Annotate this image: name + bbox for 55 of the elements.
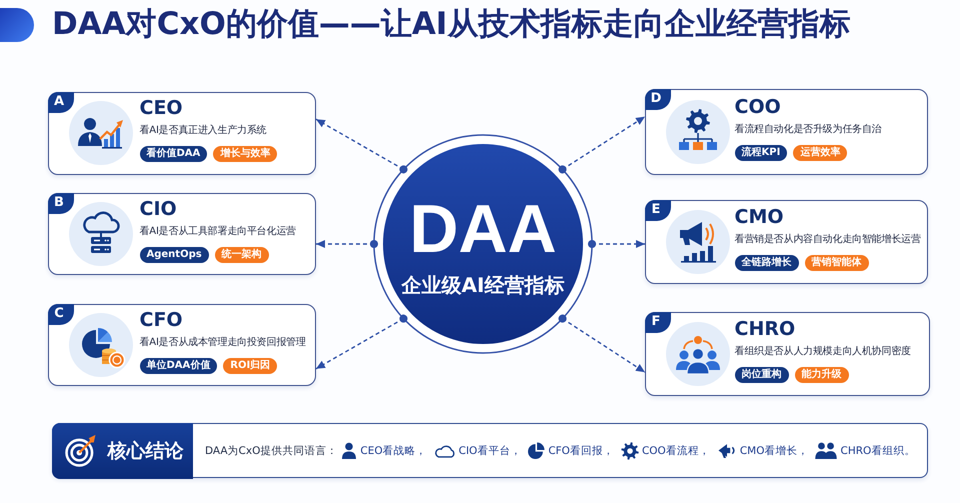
keyword-tag: 流程KPI [734,144,788,160]
keyword-tag: ROI归因 [223,358,278,374]
keyword-tag: AgentOps [140,246,209,262]
card-description: 看AI是否从工具部署走向平台化运营 [140,224,296,238]
dashed-arrow [558,116,646,174]
hub-title: DAA [408,195,558,263]
card-description: 看AI是否真正进入生产力系统 [140,124,268,138]
letter-badge: C [48,304,74,324]
card-description: 看AI是否从成本管理走向投资回报管理 [140,336,306,350]
keyword-tag: 统一架构 [214,246,269,262]
dashed-arrow [316,240,378,248]
dashed-arrow [558,314,646,373]
dashed-arrow [588,240,645,248]
letter-badge: A [48,92,74,112]
keyword-tag: 岗位重构 [734,366,788,382]
dashed-arrow [316,118,408,174]
card-title: CEO [140,97,183,119]
keyword-tag: 营销智能体 [804,254,868,270]
role-card [645,312,930,396]
card-title: CIO [140,198,177,220]
card-title: COO [734,96,781,118]
dashed-arrow [316,314,408,370]
role-card [48,304,316,386]
card-title: CHRO [734,318,796,340]
role-card [48,193,316,275]
card-description: 看流程自动化是否升级为任务自治 [734,122,882,136]
letter-badge: B [48,192,74,214]
card-title: CFO [140,308,183,330]
card-description: 看营销是否从内容自动化走向智能增长运营 [734,232,921,246]
role-summary: CIO看平台， [458,444,522,458]
hub-subtitle: 企业级AI经营指标 [400,273,566,297]
letter-badge: E [644,200,670,220]
letter-badge: F [644,312,670,332]
summary-text: DAA为CxO提供共同语言： [205,444,338,458]
role-card [645,89,928,175]
keyword-tag: 看价值DAA [140,146,208,162]
role-summary: CEO看战略， [360,444,427,458]
role-card [48,92,316,175]
conclusion-bar [52,423,928,478]
role-summary: CMO看增长， [740,444,808,458]
keyword-tag: 能力升级 [794,366,848,382]
keyword-tag: 增长与效率 [213,146,278,162]
keyword-tag: 运营效率 [793,144,848,160]
role-summary: COO看流程， [642,444,710,458]
role-summary: CHRO看组织。 [840,444,916,458]
keyword-tag: 单位DAA价值 [140,358,218,374]
panel-heading: 核心结论 [108,438,184,464]
keyword-tag: 全链路增长 [734,254,798,270]
card-description: 看组织是否从人力规模走向人机协同密度 [734,344,911,358]
letter-badge: D [644,88,670,110]
title: DAA对CxO的价值——让AI从技术指标走向企业经营指标 [52,5,850,43]
card-title: CMO [734,206,784,228]
role-card [645,200,928,284]
conclusion-panel [52,422,192,478]
role-summary: CFO看回报， [548,444,614,458]
